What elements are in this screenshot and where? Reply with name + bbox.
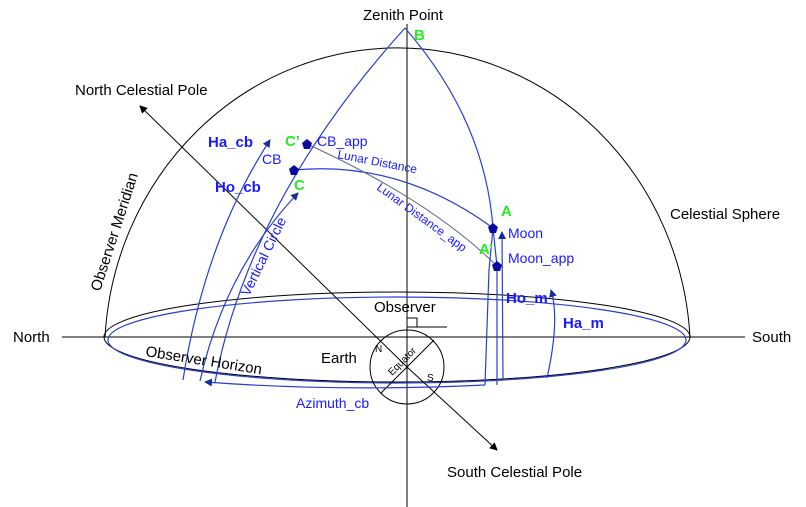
- point-c-label: C: [294, 177, 305, 194]
- azimuth-cb-arrow: [204, 378, 486, 389]
- earth-label: Earth: [321, 350, 357, 367]
- scp-label: South Celestial Pole: [447, 464, 582, 481]
- north-label: North: [13, 329, 50, 346]
- earth-n-label: N: [375, 344, 382, 355]
- lunar-distance-app-arc: [306, 143, 498, 267]
- moon-app-point: [492, 261, 502, 271]
- observer-horizon-ellipse: [103, 291, 691, 383]
- cb-app-point: [302, 139, 312, 149]
- vertical-circle-arc: [214, 27, 406, 383]
- observer-label: Observer: [374, 299, 436, 316]
- point-a-label: A: [501, 203, 512, 220]
- ha-cb-label: Ha_cb: [208, 134, 253, 151]
- moon-label: Moon: [508, 225, 543, 241]
- lunar-distance-label: Lunar Distance: [336, 147, 418, 176]
- cb-point: [289, 165, 299, 175]
- lunar-distance-arc: [293, 168, 494, 229]
- ha-m-label: Ha_m: [563, 315, 604, 332]
- equator-line: [380, 339, 435, 394]
- point-b-label: B: [414, 27, 425, 44]
- ha-m-arrow: [546, 289, 557, 379]
- point-a-prime-label: A’: [479, 241, 493, 258]
- point-c-prime-label: C’: [285, 133, 300, 150]
- observer-marker: [406, 317, 447, 328]
- south-label: South: [752, 329, 791, 346]
- ha-cb-arrow: [182, 139, 271, 381]
- horizon-blue-ellipse: [107, 296, 687, 384]
- earth-s-label: S: [427, 373, 434, 384]
- ho-cb-label: Ho_cb: [215, 179, 261, 196]
- observer-horizon-label: Observer Horizon: [144, 343, 263, 378]
- ho-m-arrow: [498, 231, 507, 381]
- cb-label: CB: [262, 151, 281, 167]
- azimuth-cb-label: Azimuth_cb: [296, 395, 369, 411]
- south-pole-axis: [406, 366, 498, 451]
- lunar-distance-app-label: Lunar Distance_app: [374, 180, 469, 255]
- moon-app-label: Moon_app: [508, 250, 574, 266]
- celestial-sphere-label: Celestial Sphere: [670, 206, 780, 223]
- ho-cb-arrow: [199, 192, 299, 382]
- north-pole-axis: [139, 105, 408, 368]
- ncp-label: North Celestial Pole: [75, 82, 208, 99]
- ho-m-label: Ho_m: [506, 290, 548, 307]
- celestial-sphere-dome: [104, 47, 691, 338]
- moon-arc-inner: [484, 227, 494, 386]
- earth-circle: [369, 329, 445, 405]
- cb-app-label: CB_app: [317, 133, 368, 149]
- zenith-label: Zenith Point: [363, 7, 444, 24]
- moon-point: [488, 223, 498, 233]
